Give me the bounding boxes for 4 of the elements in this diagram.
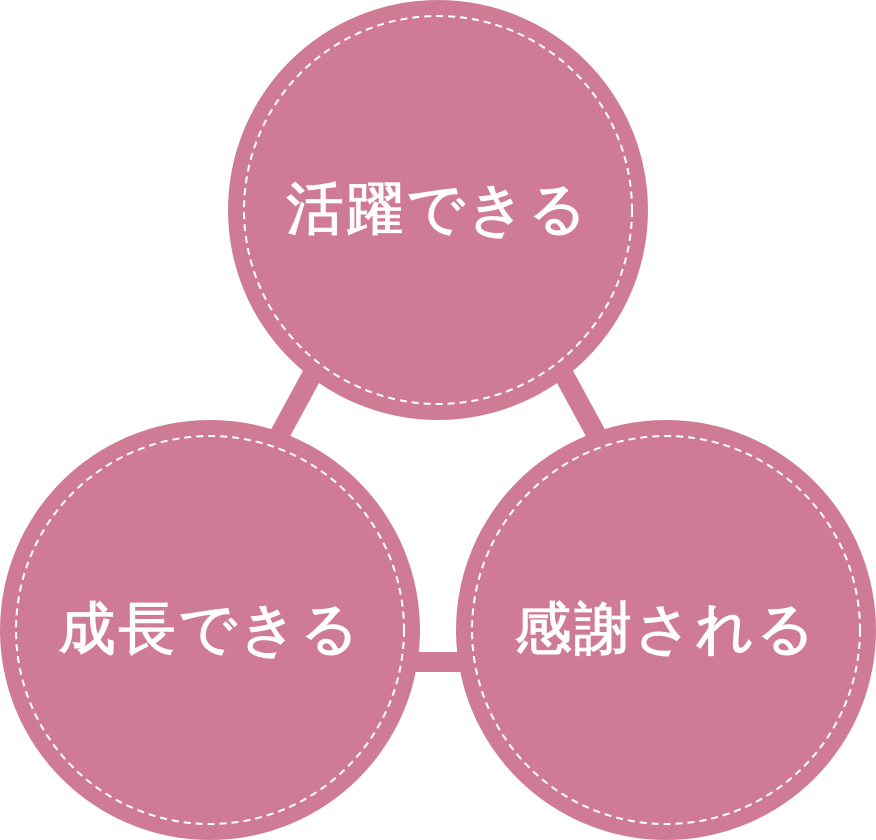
connector-line	[416, 652, 460, 672]
node-label: 活躍できる	[286, 177, 590, 243]
node-label: 成長できる	[58, 597, 362, 663]
node-label: 感謝される	[514, 597, 818, 663]
